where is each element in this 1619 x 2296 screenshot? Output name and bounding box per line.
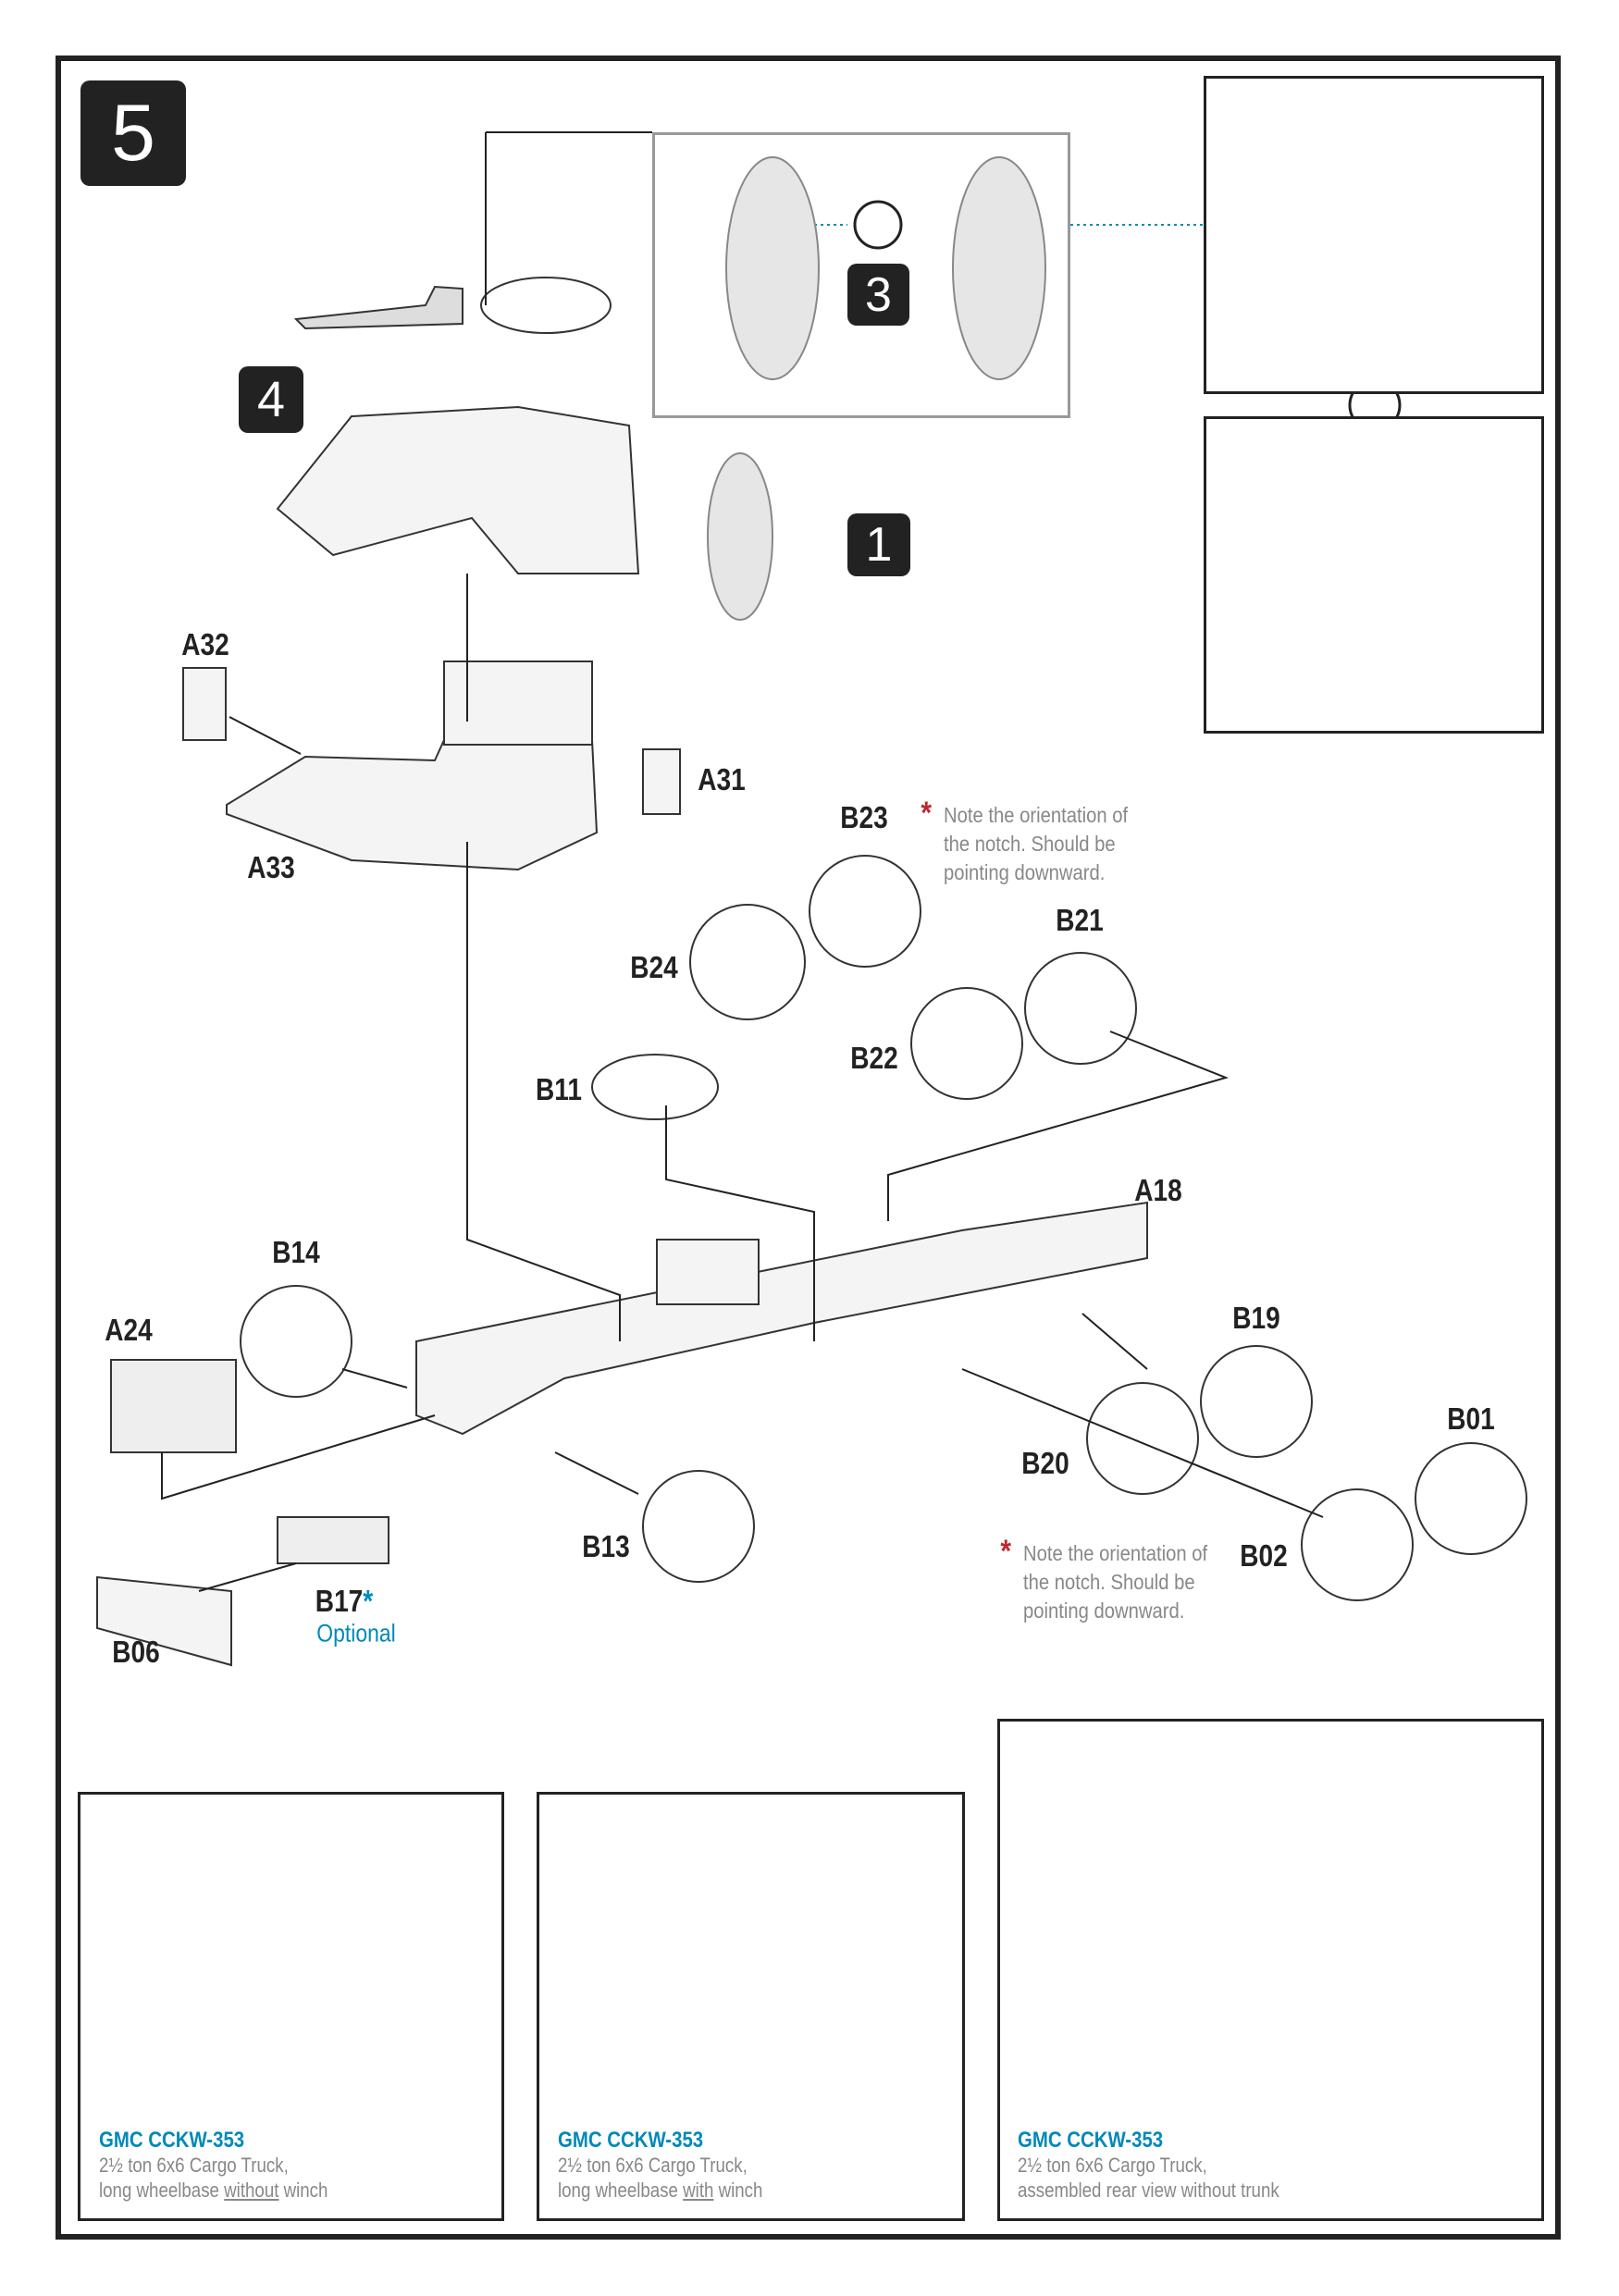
crew-figure-a	[725, 156, 820, 380]
seat-part	[443, 660, 593, 746]
spare-wheel-B11	[591, 1054, 719, 1120]
jerrycan-A32	[182, 667, 227, 741]
leader-lines	[161, 131, 1324, 1592]
gunner-view-bottom	[1204, 416, 1544, 734]
caption-title: GMC CCKW-353	[1018, 2128, 1164, 2153]
winch-B17	[277, 1516, 389, 1564]
caption-line: assembled rear view without trunk	[1018, 2179, 1279, 2202]
caption-line: 2½ ton 6x6 Cargo Truck,	[99, 2154, 289, 2177]
crew-options-inset	[652, 132, 1070, 418]
view-panel-without-winch	[78, 1792, 504, 2221]
part-label-B22: B22	[850, 1041, 898, 1075]
swap-icon	[853, 200, 903, 250]
crew-figures	[707, 156, 1046, 621]
note-asterisk: *	[1000, 1534, 1012, 1569]
part-label-B13: B13	[582, 1529, 630, 1563]
crew-figure-b	[952, 156, 1046, 380]
machine-gun-part	[293, 285, 463, 330]
caption-text: long wheelbase	[558, 2179, 684, 2202]
wheel-B01	[1415, 1442, 1527, 1555]
wheel-B19	[1200, 1345, 1313, 1458]
page-border	[56, 56, 1561, 2240]
substep-4: 4	[239, 366, 303, 433]
part-label-B06: B06	[112, 1635, 160, 1669]
part-label-B17: B17*	[315, 1584, 373, 1619]
caption-text: long wheelbase	[99, 2179, 225, 2202]
wheel-B23	[809, 855, 921, 968]
view-panel-with-winch	[537, 1792, 965, 2221]
view-panel-rear	[997, 1719, 1544, 2221]
crew-figure-seated	[707, 452, 773, 621]
optional-marker: *	[363, 1584, 374, 1618]
note-line: Note the orientation of	[1023, 1541, 1208, 1565]
wheel-B14	[240, 1285, 352, 1398]
wheel-B24	[689, 904, 806, 1020]
ring-mount	[480, 277, 612, 334]
wheels	[240, 855, 1527, 1601]
caption-emphasis: with	[683, 2179, 714, 2202]
part-label-B21: B21	[1056, 903, 1104, 937]
notch-note-top: * Note the orientation of the notch. Sho…	[921, 797, 1129, 887]
part-label-B19: B19	[1232, 1301, 1280, 1335]
part-label-A33: A33	[247, 850, 295, 884]
part-label-A18: A18	[1134, 1173, 1182, 1207]
bumper-B06	[96, 1575, 232, 1667]
step-number: 5	[80, 80, 186, 186]
part-label-A32: A32	[181, 627, 229, 661]
fuel-tank	[656, 1239, 760, 1305]
part-label-B11: B11	[536, 1072, 582, 1106]
note-asterisk: *	[921, 796, 933, 831]
caption-emphasis: without	[224, 2179, 279, 2202]
cab-part	[276, 405, 640, 574]
substep-3: 3	[847, 264, 909, 326]
part-label-B20: B20	[1021, 1446, 1069, 1480]
optional-label: Optional	[316, 1619, 396, 1648]
wheel-B22	[910, 987, 1023, 1100]
part-label-B23: B23	[840, 800, 888, 834]
note-line: pointing downward.	[1023, 1599, 1185, 1623]
note-line: Note the orientation of	[944, 803, 1129, 827]
note-line: pointing downward.	[944, 860, 1106, 884]
caption-title: GMC CCKW-353	[99, 2128, 245, 2153]
note-line: the notch. Should be	[1023, 1570, 1195, 1594]
wheel-B02	[1301, 1488, 1414, 1601]
part-label-B17-text: B17	[315, 1584, 364, 1618]
wheel-B13	[642, 1470, 755, 1583]
caption-text: winch	[278, 2179, 328, 2202]
caption-line: long wheelbase without winch	[99, 2178, 328, 2203]
notch-note-bottom: * Note the orientation of the notch. Sho…	[1000, 1536, 1208, 1625]
note-line: the notch. Should be	[944, 832, 1116, 856]
caption-rear-view: GMC CCKW-353 2½ ton 6x6 Cargo Truck, ass…	[1018, 2128, 1279, 2203]
substep-1: 1	[847, 513, 910, 576]
jerrycan-A31	[642, 748, 681, 815]
grille-A24	[110, 1359, 237, 1453]
caption-line: 2½ ton 6x6 Cargo Truck,	[1018, 2154, 1207, 2177]
part-label-B02: B02	[1240, 1538, 1288, 1573]
part-label-B01: B01	[1447, 1401, 1495, 1436]
caption-with-winch: GMC CCKW-353 2½ ton 6x6 Cargo Truck, lon…	[558, 2128, 762, 2203]
wheel-B21	[1024, 952, 1137, 1065]
part-label-A31: A31	[698, 762, 746, 796]
part-label-A24: A24	[105, 1313, 153, 1347]
caption-line: long wheelbase with winch	[558, 2178, 762, 2203]
caption-text: winch	[713, 2179, 763, 2202]
gunner-view-top	[1204, 76, 1544, 394]
part-label-B24: B24	[630, 950, 678, 984]
floor-part-A33	[226, 739, 599, 871]
caption-without-winch: GMC CCKW-353 2½ ton 6x6 Cargo Truck, lon…	[99, 2128, 328, 2203]
part-label-B14: B14	[272, 1235, 320, 1269]
wheel-B20	[1086, 1382, 1199, 1495]
caption-line: 2½ ton 6x6 Cargo Truck,	[558, 2154, 748, 2177]
caption-title: GMC CCKW-353	[558, 2128, 704, 2153]
